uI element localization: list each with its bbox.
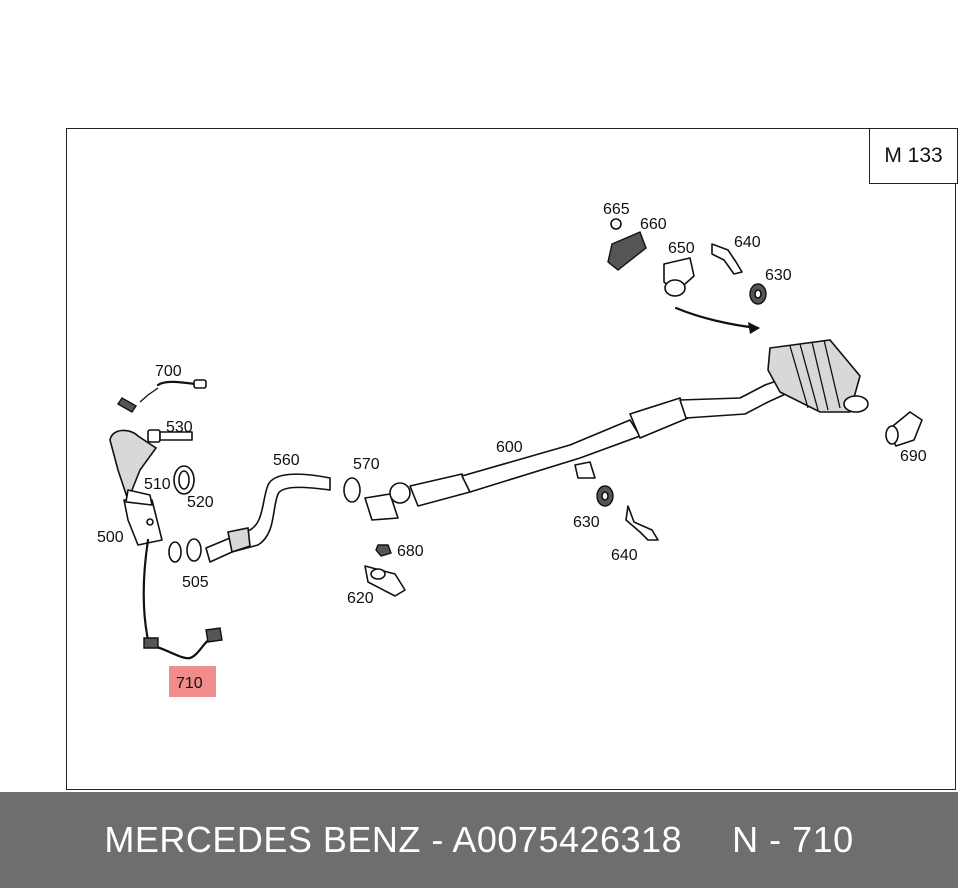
callout-530: 530	[166, 419, 193, 436]
callout-640-lower: 640	[611, 547, 638, 564]
pipe-600	[364, 377, 791, 521]
callout-640-upper: 640	[734, 234, 761, 251]
arrow-to-muffler	[674, 306, 760, 334]
callout-690: 690	[900, 448, 927, 465]
callout-505: 505	[182, 574, 209, 591]
callout-680: 680	[397, 543, 424, 560]
valve-660	[607, 218, 647, 271]
exhaust-system-diagram: 700 530 510 520 500 505 560 570 600 680 …	[97, 201, 927, 692]
nut-680	[375, 544, 392, 557]
highlight-710	[169, 666, 216, 697]
hanger-640	[625, 505, 659, 541]
clamp-520	[173, 465, 195, 495]
callout-630-lower: 630	[573, 514, 600, 531]
seal-505	[168, 538, 202, 563]
catalytic-converter-500	[109, 429, 163, 546]
callout-570: 570	[353, 456, 380, 473]
callout-660: 660	[640, 216, 667, 233]
engine-code-label: M 133	[869, 128, 958, 184]
footer-bar: MERCEDES BENZ - A0075426318 N - 710	[0, 792, 958, 888]
lambda-sensor-700	[117, 379, 207, 413]
bolt-530	[147, 429, 193, 443]
callout-510: 510	[144, 476, 171, 493]
footer-position-code: N - 710	[732, 819, 854, 860]
callout-500: 500	[97, 529, 124, 546]
actuator-650	[663, 257, 695, 297]
footer-part-number: MERCEDES BENZ - A0075426318	[104, 819, 683, 860]
gasket-620	[364, 565, 406, 597]
callout-620: 620	[347, 590, 374, 607]
callout-710: 710	[176, 675, 203, 692]
callout-665: 665	[603, 201, 630, 218]
pipe-560	[205, 473, 331, 563]
callout-650: 650	[668, 240, 695, 257]
hanger-640-rear	[711, 243, 743, 275]
callout-630-upper: 630	[765, 267, 792, 284]
tailpipe-690	[885, 411, 923, 447]
callout-560: 560	[273, 452, 300, 469]
callout-700: 700	[155, 363, 182, 380]
rubber-mount-630	[596, 485, 614, 507]
rubber-mount-630-rear	[749, 283, 767, 305]
clamp-570	[343, 477, 361, 503]
rear-muffler	[767, 339, 869, 413]
lambda-sensor-710	[142, 538, 223, 660]
callout-600: 600	[496, 439, 523, 456]
callout-520: 520	[187, 494, 214, 511]
